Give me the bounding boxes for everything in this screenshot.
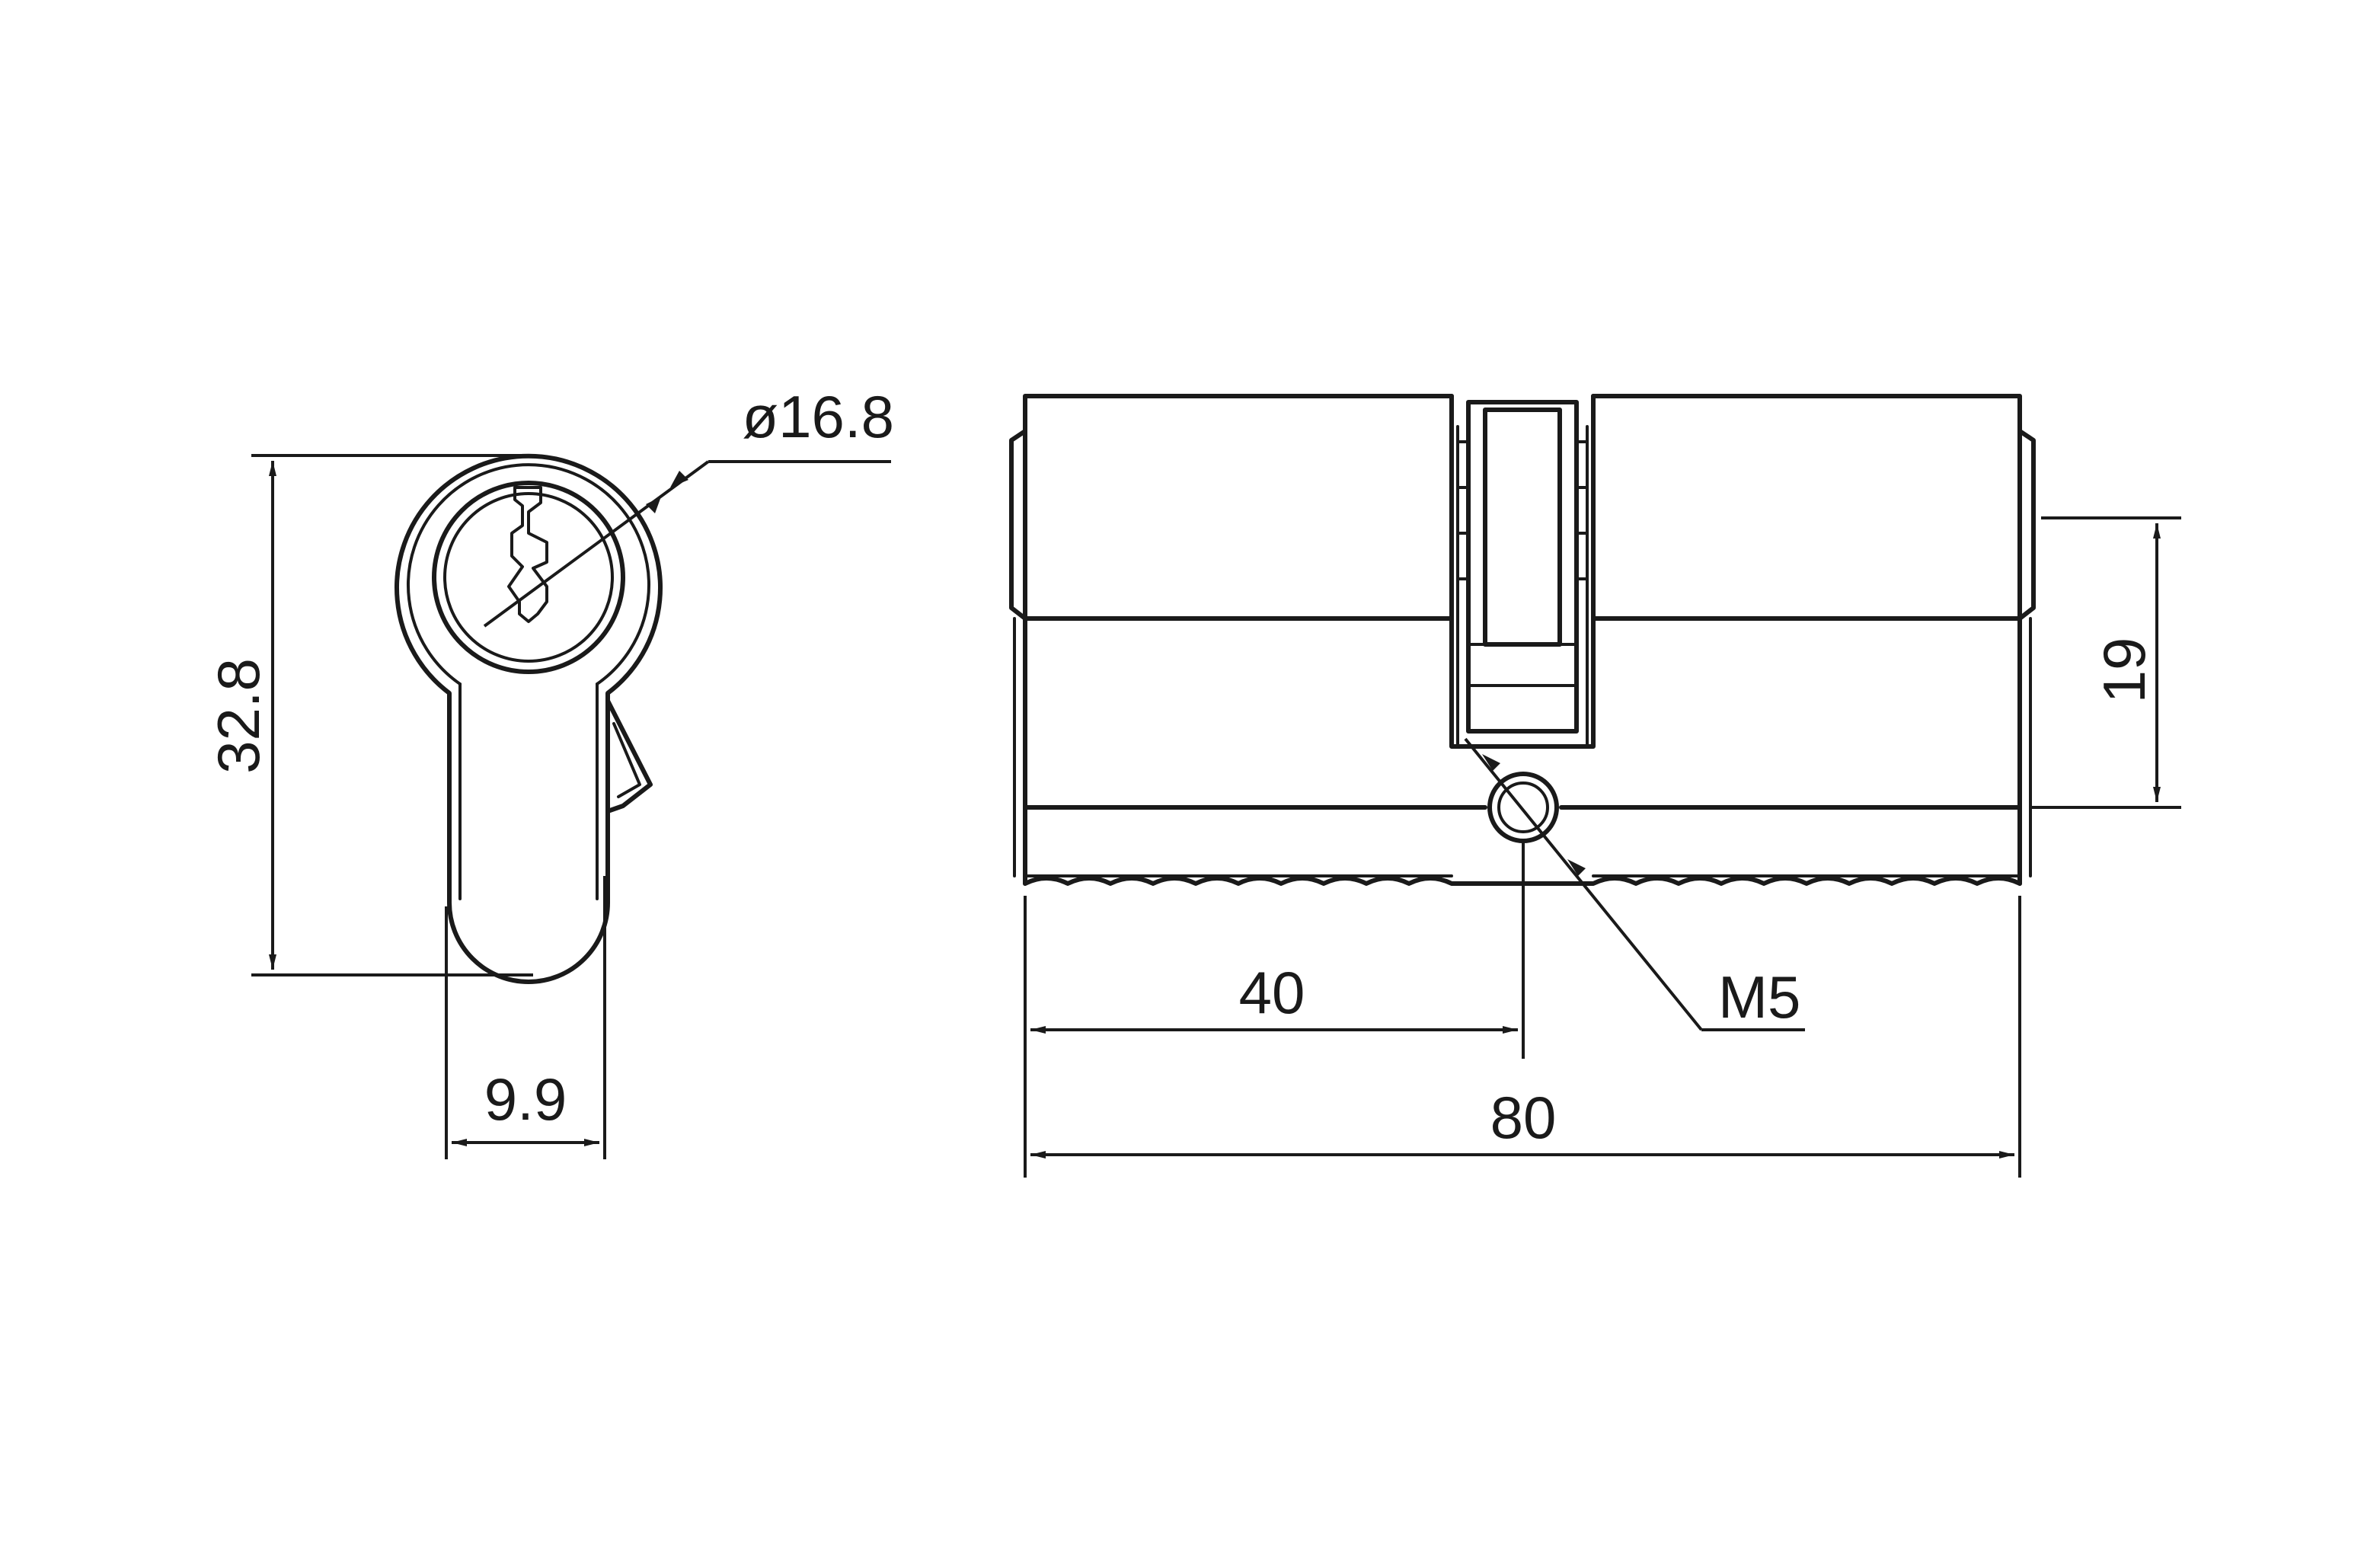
body-height-label: 19 [2091, 638, 2158, 704]
cam [605, 698, 653, 813]
half-length-label: 40 [1239, 959, 1305, 1026]
screw-thread-label: M5 [1718, 964, 1800, 1031]
height-label: 32.8 [205, 658, 272, 774]
left-housing [1023, 394, 1454, 621]
plug-inner-circle [443, 492, 614, 663]
total-length-label: 80 [1490, 1084, 1557, 1151]
right-housing [1591, 394, 2022, 621]
cam-width-label: 9.9 [484, 1066, 567, 1133]
front-inner-profile [407, 463, 650, 686]
side-view: M5 40 80 19 [1009, 394, 2181, 1178]
keyway-icon [507, 486, 548, 623]
front-view: ø16.8 32.8 9.9 [205, 383, 894, 1159]
front-outer-profile [395, 453, 663, 984]
cam-recess [1449, 394, 1596, 749]
plug-circle [432, 481, 625, 674]
diameter-label: ø16.8 [743, 383, 894, 450]
cam-inner [612, 722, 641, 798]
